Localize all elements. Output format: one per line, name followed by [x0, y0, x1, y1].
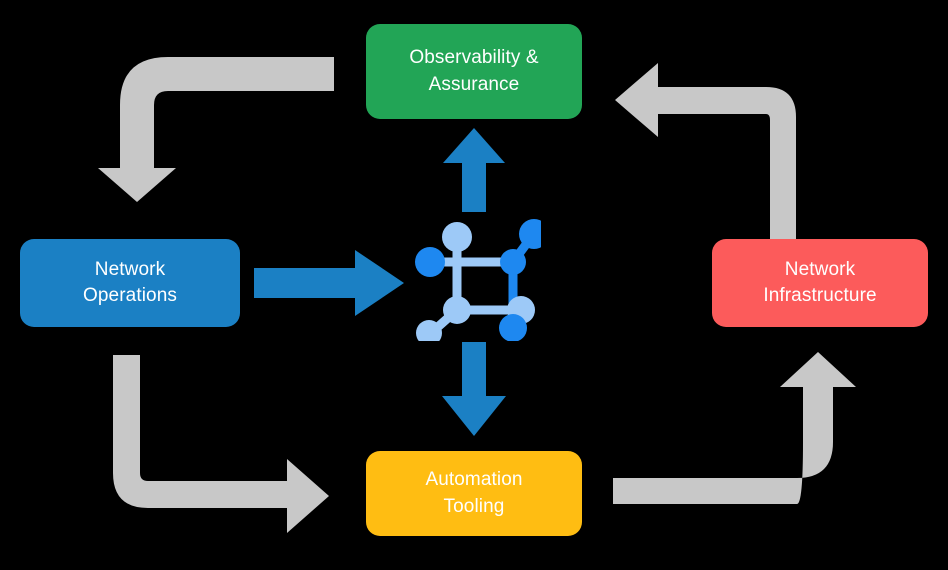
arrow-center-to-automation: [442, 342, 506, 436]
arrow-automation-to-infrastructure: [613, 352, 856, 504]
arrow-operations-to-automation: [113, 355, 329, 533]
node-left-dark: [415, 247, 445, 277]
node-mid-junction-light: [443, 296, 471, 324]
box-automation-tooling[interactable]: Automation Tooling: [366, 451, 582, 536]
node-bottom-left-light: [416, 320, 442, 341]
box-observability-label: Observability & Assurance: [409, 47, 539, 95]
node-hub-dark: [500, 249, 526, 275]
box-network-operations[interactable]: Network Operations: [20, 239, 240, 327]
arrow-observability-to-operations: [98, 57, 334, 202]
box-network-infrastructure[interactable]: Network Infrastructure: [712, 239, 928, 327]
box-automation-label: Automation Tooling: [425, 469, 523, 517]
node-bottom-dark: [499, 314, 527, 341]
box-infrastructure-label: Network Infrastructure: [763, 258, 877, 306]
node-top-right-dark: [519, 219, 541, 249]
node-top-light: [442, 222, 472, 252]
arrow-infrastructure-to-observability: [615, 63, 796, 242]
box-observability-assurance[interactable]: Observability & Assurance: [366, 24, 582, 119]
network-topology-icon: [415, 219, 541, 341]
box-operations-label: Network Operations: [83, 258, 177, 306]
arrow-center-to-observability: [443, 128, 505, 212]
arrow-operations-to-center: [254, 250, 404, 316]
